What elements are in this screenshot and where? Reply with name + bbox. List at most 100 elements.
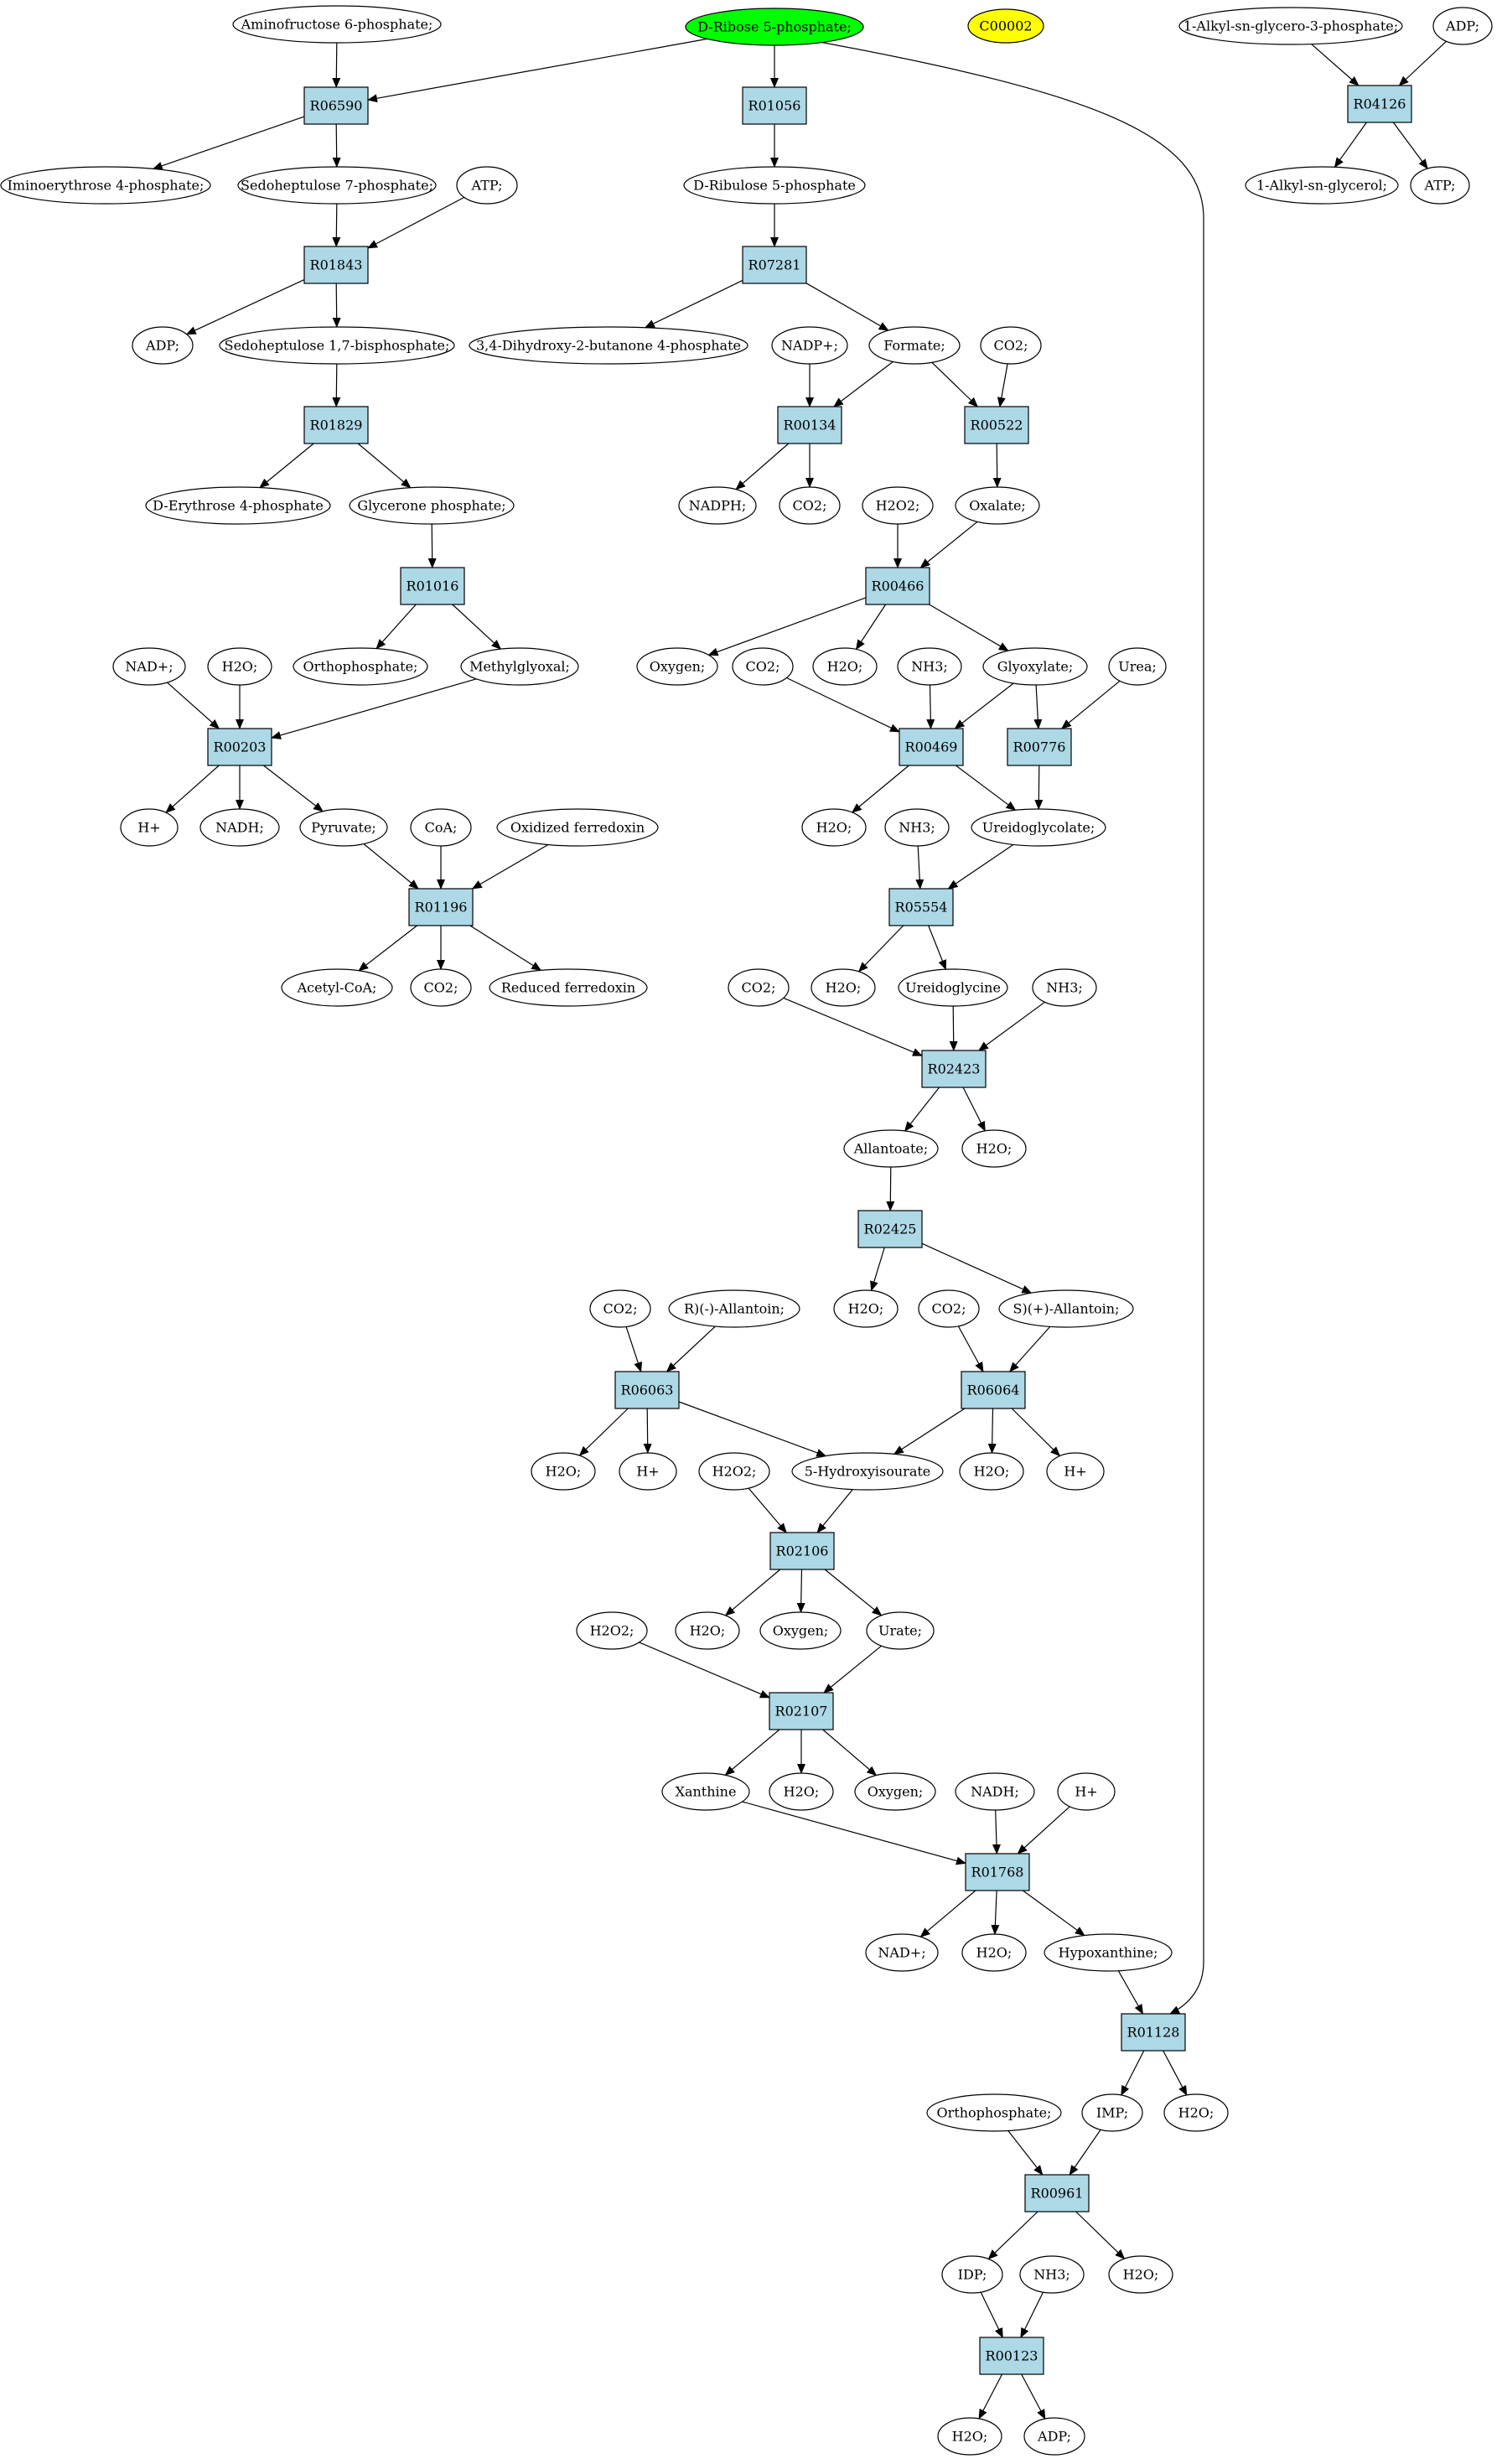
reaction-box	[742, 246, 807, 284]
node-label: Ureidoglycolate;	[982, 820, 1095, 836]
reaction-box	[769, 1692, 834, 1730]
edge-glyoxylate-to-r00469	[954, 682, 1014, 729]
compound-ellipse	[865, 1933, 939, 1972]
compound-ellipse	[1108, 2255, 1173, 2294]
node-label: R01196	[415, 900, 468, 916]
edge-r01768-to-hypoxanthine	[1022, 1890, 1085, 1937]
node-label: ATP;	[471, 178, 503, 194]
node-label: R01829	[310, 418, 363, 433]
compound-node-dihydroxybutanone: 3,4-Dihydroxy-2-butanone 4-phosphate	[469, 326, 748, 365]
node-label: H2O;	[952, 2429, 988, 2445]
compound-node-h2o_3: H2O;	[801, 808, 867, 847]
node-label: R02106	[776, 1543, 829, 1559]
node-label: Orthophosphate;	[937, 2105, 1052, 2121]
edge-r01196-to-acetylcoa	[358, 925, 417, 972]
compound-node-dribulose5p: D-Ribulose 5-phosphate	[683, 166, 866, 205]
reaction-node-r00469: R00469	[899, 728, 964, 766]
compound-node-h2o_2: H2O;	[812, 647, 878, 686]
node-label: R02425	[864, 1222, 917, 1237]
compound-node-hplus_1: H+	[120, 808, 179, 847]
node-label: CO2;	[603, 1301, 638, 1317]
compound-node-methylglyoxal: Methylglyoxal;	[460, 647, 579, 686]
edge-dribose5p-to-r01128	[821, 42, 1204, 2015]
reaction-node-r00522: R00522	[964, 406, 1029, 444]
compound-node-atp_1: ATP;	[456, 166, 518, 205]
compound-node-h2o2_1: H2O2;	[862, 486, 934, 525]
compound-ellipse	[112, 647, 186, 686]
compound-node-adp_1: ADP;	[132, 326, 194, 365]
node-label: Oxygen;	[650, 659, 706, 675]
compound-node-nad_2: NAD+;	[865, 1933, 939, 1972]
edge-r06590-to-iminoerythrose4p	[152, 116, 305, 170]
reaction-node-r06064: R06064	[961, 1371, 1026, 1409]
edge-sallantoin-to-r06064	[1009, 1325, 1051, 1372]
node-label: CoA;	[425, 820, 458, 836]
reaction-box	[1024, 2174, 1090, 2212]
edge-r02423-to-h2o_5	[962, 1087, 986, 1132]
compound-ellipse	[967, 8, 1044, 44]
node-label: R02107	[775, 1704, 828, 1720]
compound-ellipse	[769, 1772, 834, 1811]
edge-hplus_4-to-r01768	[1017, 1806, 1070, 1854]
compound-ellipse	[489, 968, 648, 1007]
node-label: R00466	[872, 578, 925, 594]
edge-oxalate-to-r00466	[919, 521, 978, 568]
compound-node-hplus_2: H+	[619, 1452, 677, 1491]
compound-node-h2o_5: H2O;	[961, 1129, 1027, 1168]
compound-ellipse	[132, 326, 194, 365]
edge-formate-to-r00522	[931, 361, 979, 407]
compound-ellipse	[1044, 1933, 1173, 1972]
edge-r02106-to-h2o_9	[724, 1569, 781, 1616]
reaction-node-r00134: R00134	[777, 406, 842, 444]
edge-r07281-to-formate	[805, 283, 889, 331]
node-label: 5-Hydroxyisourate	[805, 1464, 931, 1480]
compound-node-h2o_14: H2O;	[937, 2417, 1002, 2456]
node-label: C00002	[979, 18, 1032, 34]
compound-node-nh3_3: NH3;	[1032, 968, 1097, 1007]
edge-co2_1-to-r00522	[997, 363, 1008, 407]
edge-co2_5-to-r02423	[783, 997, 923, 1056]
node-label: Urea;	[1118, 659, 1157, 675]
compound-node-formate: Formate;	[868, 326, 961, 365]
compound-ellipse	[531, 1452, 596, 1491]
compound-ellipse	[771, 326, 848, 365]
node-label: NADP+;	[781, 338, 838, 354]
reaction-node-r02107: R02107	[769, 1692, 834, 1730]
reaction-box	[865, 567, 930, 605]
node-label: Acetyl-CoA;	[297, 980, 377, 996]
edge-xanthine-to-r01768	[742, 1801, 966, 1865]
compound-node-oxygen_2: Oxygen;	[759, 1611, 842, 1650]
compound-ellipse	[980, 326, 1042, 365]
edge-r06063-to-h2o_7	[578, 1408, 629, 1456]
edge-atp_1-to-r01843	[367, 196, 465, 249]
edge-h2o2_3-to-r02107	[639, 1642, 770, 1699]
compound-ellipse	[589, 1289, 651, 1328]
compound-ellipse	[898, 968, 1008, 1007]
reaction-node-r01843: R01843	[303, 246, 369, 284]
compound-ellipse	[1046, 1452, 1105, 1491]
edge-r00123-to-adp_2	[1021, 2373, 1046, 2420]
node-label: CO2;	[932, 1301, 966, 1317]
compound-node-c00002: C00002	[967, 8, 1044, 44]
compound-node-co2_1: CO2;	[980, 326, 1042, 365]
edge-co2_3-to-r00469	[786, 677, 900, 733]
reaction-node-r02425: R02425	[857, 1210, 923, 1248]
edge-r00469-to-ureidoglycolate	[955, 765, 1017, 811]
node-label: R01016	[407, 578, 459, 594]
compound-ellipse	[410, 808, 472, 847]
reaction-box	[979, 2337, 1044, 2375]
edge-r02425-to-h2o_6	[870, 1247, 885, 1292]
reaction-box	[614, 1371, 680, 1409]
compound-node-nadph: NADPH;	[678, 486, 757, 525]
compound-ellipse	[1432, 7, 1493, 45]
node-label: H2O;	[976, 1945, 1013, 1961]
edge-r06063-to-hplus_2	[643, 1408, 652, 1454]
node-label: Oxalate;	[969, 498, 1026, 514]
compound-ellipse	[918, 1289, 980, 1328]
edge-r01196-to-redferredoxin	[469, 925, 542, 971]
edge-hypoxanthine-to-r01128	[1117, 1970, 1144, 2015]
node-label: H2O;	[826, 980, 862, 996]
edge-r00961-to-h2o_13	[1075, 2211, 1126, 2259]
reaction-node-r00123: R00123	[979, 2337, 1044, 2375]
